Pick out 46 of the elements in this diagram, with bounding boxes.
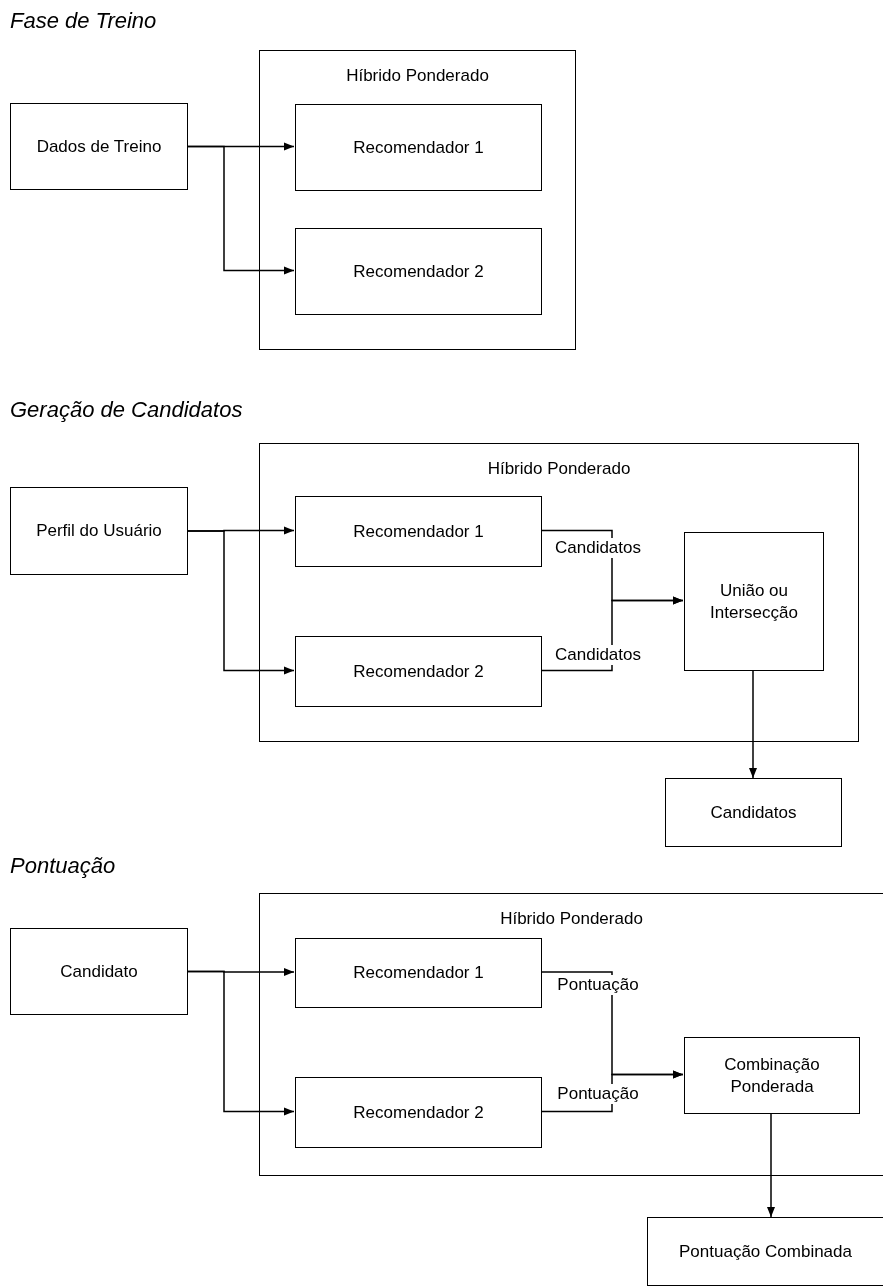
process-box <box>295 636 542 707</box>
edge-label: Candidatos <box>554 538 642 558</box>
box-label: União ou Intersecção <box>709 579 799 624</box>
edge-label: Pontuação <box>556 975 640 995</box>
arrow <box>187 145 295 275</box>
box-label: Recomendador 1 <box>352 136 485 159</box>
section-title: Fase de Treino <box>10 8 157 34</box>
process-box <box>295 938 542 1008</box>
group-title: Híbrido Ponderado <box>486 458 632 480</box>
process-box <box>295 496 542 567</box>
arrow <box>540 596 684 672</box>
process-box <box>295 104 542 191</box>
group-box <box>259 50 576 350</box>
box-label: Dados de Treino <box>35 135 163 158</box>
section-title: Pontuação <box>10 853 116 879</box>
process-box <box>10 928 188 1015</box>
box-label: Recomendador 1 <box>352 962 485 984</box>
box-label: Combinação Ponderada <box>723 1053 821 1098</box>
process-box <box>10 487 188 575</box>
arrow <box>749 669 757 779</box>
process-box <box>295 228 542 315</box>
process-box <box>665 778 842 847</box>
edge-label: Pontuação <box>556 1084 640 1104</box>
box-label: Pontuação Combinada <box>678 1240 853 1263</box>
box-label: Recomendador 2 <box>352 1101 485 1124</box>
process-box <box>295 1077 542 1148</box>
group-box <box>259 893 883 1176</box>
arrow <box>540 1070 684 1113</box>
box-label: Recomendador 2 <box>352 660 485 683</box>
edge-label: Candidatos <box>554 645 642 665</box>
group-title: Híbrido Ponderado <box>345 65 490 87</box>
arrow <box>187 530 295 675</box>
section-title: Geração de Candidatos <box>10 397 243 423</box>
group-title: Híbrido Ponderado <box>499 908 644 930</box>
arrow <box>767 1112 775 1218</box>
arrow <box>187 970 295 1116</box>
box-label: Candidato <box>59 960 139 983</box>
process-box <box>10 103 188 190</box>
group-box <box>259 443 859 742</box>
process-box <box>684 532 824 671</box>
box-label: Candidatos <box>709 801 798 824</box>
process-box <box>684 1037 860 1114</box>
box-label: Perfil do Usuário <box>35 520 163 542</box>
box-label: Recomendador 2 <box>352 260 485 283</box>
box-label: Recomendador 1 <box>352 520 485 543</box>
process-box <box>647 1217 883 1286</box>
